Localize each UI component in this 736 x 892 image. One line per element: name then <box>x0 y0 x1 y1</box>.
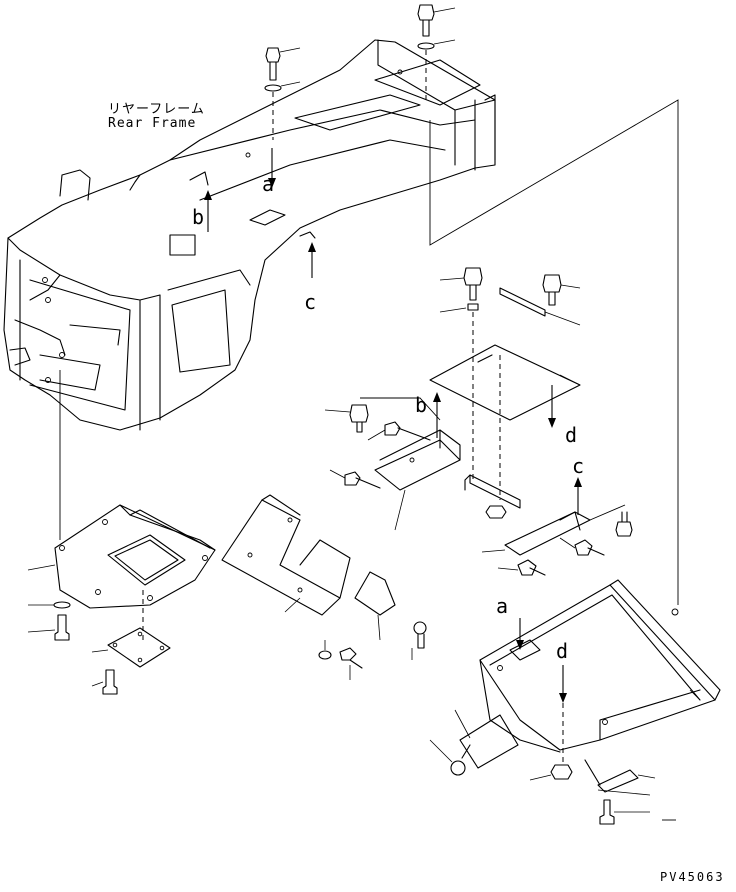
floor-plate-washer <box>28 601 71 609</box>
reference-line-frame-to-tray <box>429 99 679 605</box>
callout-b-bracket: b <box>415 393 428 417</box>
arrow-b-frame <box>204 190 212 232</box>
guard-bolt-a <box>411 621 427 660</box>
arrow-d-tray <box>559 665 567 703</box>
cover-plate-right <box>429 344 581 421</box>
callout-a-frame: a <box>262 172 275 196</box>
callout-d-cover: d <box>565 423 578 447</box>
bracket-bolt-left <box>329 469 381 489</box>
floor-plate <box>27 504 216 609</box>
guard-bolt-b <box>339 647 363 680</box>
side-stay <box>481 504 626 556</box>
cover-bolt-2 <box>542 274 581 306</box>
stay-bolt-b <box>497 559 546 576</box>
callout-c-frame: c <box>304 290 317 314</box>
part-title-english: Rear Frame <box>108 116 197 131</box>
bracket-bolt-upper <box>324 397 441 433</box>
frame-bolt-right <box>417 4 456 37</box>
frame-washer-left <box>264 81 301 92</box>
inspection-cover-small <box>91 627 171 668</box>
cover-stay-top <box>499 287 581 326</box>
drawing-code: PV45063 <box>660 870 725 884</box>
rear-frame <box>3 39 496 431</box>
arrow-c-frame <box>308 242 316 278</box>
callout-c-stay: c <box>572 454 585 478</box>
cover-washer-1 <box>439 303 479 313</box>
tray-nut <box>529 764 573 781</box>
arrow-c-stay <box>574 477 582 515</box>
guard-washer <box>318 640 332 660</box>
stay-nut <box>485 505 507 519</box>
stay-bolt-c <box>615 511 633 537</box>
frame-bolt-left <box>265 47 301 81</box>
callout-a-tray: a <box>496 594 509 618</box>
frame-washer-right <box>417 39 456 50</box>
long-stay <box>464 474 521 509</box>
bracket-bolt-top <box>367 421 431 441</box>
stay-bolt-a <box>559 537 605 556</box>
tray-eye-bolt <box>429 739 471 776</box>
tray-stay <box>584 759 656 793</box>
center-bracket <box>374 429 461 531</box>
under-tray <box>479 579 721 753</box>
floor-plate-bolt <box>27 614 70 641</box>
cover-bolt-small <box>91 669 118 695</box>
tray-guard-plate <box>454 709 519 769</box>
arrow-a-frame <box>268 148 276 188</box>
part-title-japanese: リヤーフレーム <box>108 102 205 117</box>
guard-bracket-small <box>354 571 396 641</box>
callout-b-frame: b <box>192 205 205 229</box>
center-guard <box>221 494 351 616</box>
callout-d-tray: d <box>556 639 569 663</box>
cover-bolt-1 <box>439 267 483 301</box>
tray-bolt <box>599 799 650 825</box>
arrow-d-cover <box>548 385 556 428</box>
